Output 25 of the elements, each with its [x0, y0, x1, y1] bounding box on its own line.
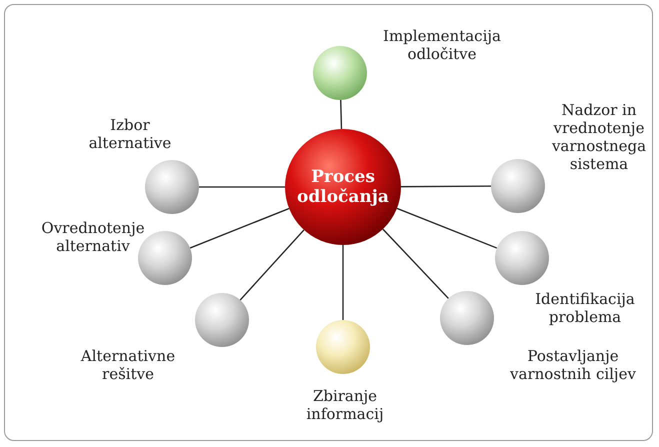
sphere-node	[491, 159, 545, 213]
connector-line	[240, 229, 304, 300]
node-label: Nadzor in vrednotenje varnostnega sistema	[550, 101, 648, 173]
node-label: Postavljanje varnostnih ciljev	[509, 347, 637, 383]
node-label: Identifikacija problema	[534, 290, 636, 326]
node-label: Zbiranje informacij	[305, 387, 385, 423]
connector-line	[340, 100, 342, 130]
node-label: Izbor alternative	[88, 116, 172, 152]
connector-line	[382, 228, 449, 299]
sphere-node	[495, 231, 549, 285]
sphere-node	[316, 320, 370, 374]
sphere-node	[145, 160, 199, 214]
connector-line	[199, 186, 285, 188]
sphere-node	[313, 46, 367, 100]
sphere-node	[285, 129, 401, 245]
node-label: Alternativne rešitve	[80, 347, 176, 383]
connector-line	[396, 208, 498, 249]
connector-line	[342, 245, 344, 320]
node-label: Ovrednotenje alternativ	[40, 219, 146, 255]
connector-line	[190, 208, 290, 249]
node-label: Implementacija odločitve	[382, 27, 502, 63]
node-label: Proces odločanja	[296, 166, 390, 208]
sphere-node	[440, 291, 494, 345]
sphere-node	[195, 293, 249, 347]
connector-line	[401, 186, 491, 188]
